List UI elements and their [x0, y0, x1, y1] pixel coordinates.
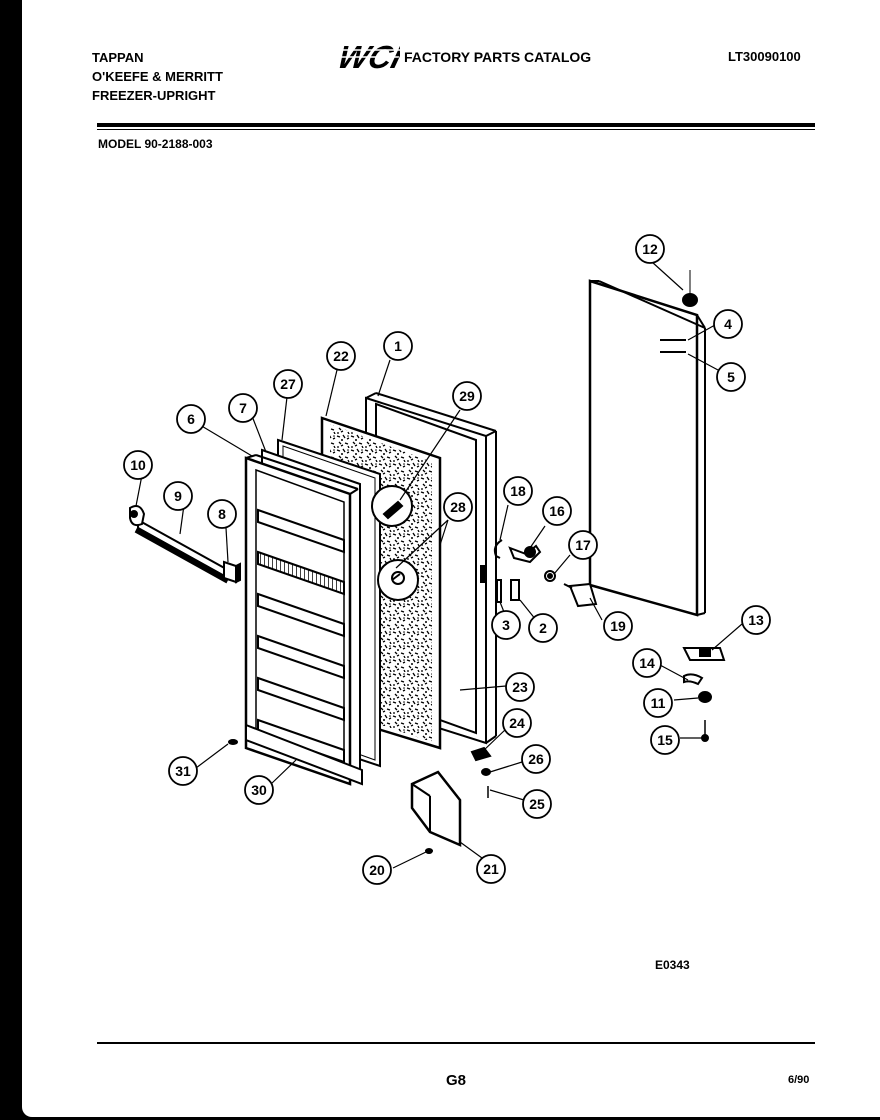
brand-line-3: FREEZER-UPRIGHT — [92, 88, 216, 103]
page-number: G8 — [446, 1072, 467, 1089]
catalog-number: LT30090100 — [728, 49, 801, 64]
callout-16: 16 — [549, 503, 565, 519]
hinge-assembly — [493, 539, 598, 608]
callout-13: 13 — [748, 612, 764, 628]
catalog-date: 6/90 — [788, 1074, 810, 1086]
callout-27: 27 — [280, 376, 296, 392]
callout-18: 18 — [510, 483, 526, 499]
brand-block: TAPPAN O'KEEFE & MERRITT FREEZER-UPRIGHT — [92, 48, 223, 105]
footer-rule — [97, 1042, 815, 1044]
callout-labels: 1 2 3 4 5 6 7 8 9 10 11 12 13 14 15 16 1… — [130, 241, 764, 878]
door-handle — [129, 505, 230, 584]
callout-7: 7 — [239, 400, 247, 416]
callout-22: 22 — [333, 348, 349, 364]
callout-25: 25 — [529, 796, 545, 812]
callout-21: 21 — [483, 861, 499, 877]
callout-29: 29 — [459, 388, 475, 404]
callout-10: 10 — [130, 457, 146, 473]
wci-logo: WCI — [336, 40, 400, 74]
bottom-hinge — [682, 647, 726, 742]
callout-17: 17 — [575, 537, 591, 553]
catalog-title: FACTORY PARTS CATALOG — [404, 49, 592, 65]
callout-19: 19 — [610, 618, 626, 634]
callout-5: 5 — [727, 369, 735, 385]
callout-1: 1 — [394, 338, 402, 354]
callout-14: 14 — [639, 655, 655, 671]
callout-circles — [123, 234, 771, 885]
brand-line-1: TAPPAN — [92, 50, 144, 65]
callout-15: 15 — [657, 732, 673, 748]
callout-31: 31 — [175, 763, 191, 779]
brand-line-2: O'KEEFE & MERRITT — [92, 69, 223, 84]
callout-8: 8 — [218, 506, 226, 522]
door-stop-parts — [470, 746, 492, 798]
model-number: MODEL 90-2188-003 — [98, 137, 213, 151]
callout-6: 6 — [187, 411, 195, 427]
leader-lines — [135, 261, 743, 869]
header-rule — [97, 123, 815, 127]
handle-end-cap — [223, 560, 241, 584]
top-hinge-cap — [682, 270, 698, 307]
callout-9: 9 — [174, 488, 182, 504]
callout-11: 11 — [651, 695, 666, 711]
outer-door-panel — [588, 279, 706, 617]
bottom-trim — [245, 723, 363, 786]
callout-24: 24 — [509, 715, 525, 731]
header-rule-thin — [97, 129, 815, 130]
inner-door-liner — [244, 454, 359, 786]
callout-12: 12 — [642, 241, 658, 257]
detail-circles — [371, 485, 419, 601]
hinge-cover — [410, 770, 462, 847]
callout-4: 4 — [724, 316, 732, 332]
callout-23: 23 — [512, 679, 528, 695]
callout-28: 28 — [450, 499, 466, 515]
callout-26: 26 — [528, 751, 544, 767]
callout-20: 20 — [369, 862, 385, 878]
callout-2: 2 — [539, 620, 547, 636]
callout-3: 3 — [502, 617, 510, 633]
callout-30: 30 — [251, 782, 267, 798]
figure-code: E0343 — [655, 958, 690, 972]
screws — [228, 739, 433, 854]
